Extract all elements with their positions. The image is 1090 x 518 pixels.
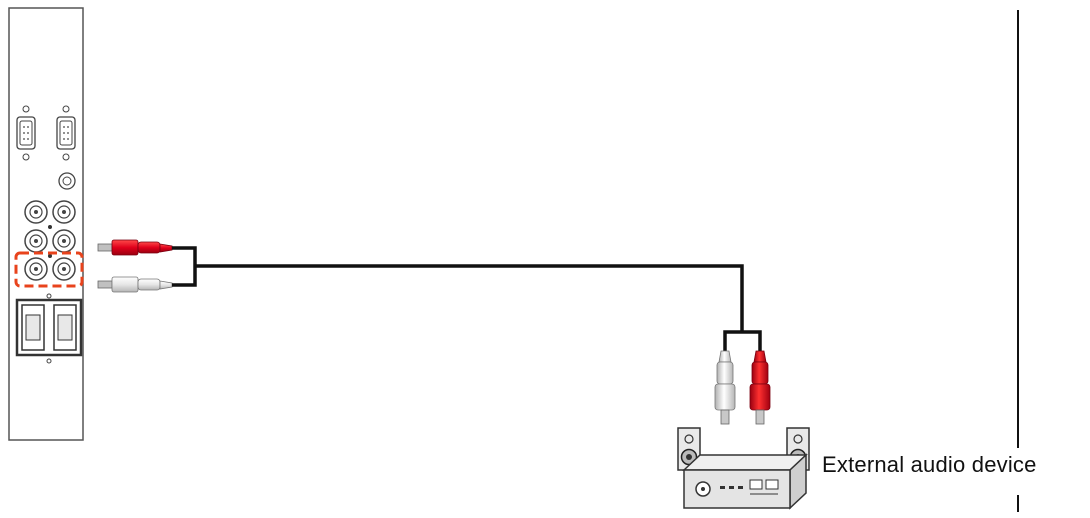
rca-plug-white-icon xyxy=(97,276,173,293)
rca-jack-icon xyxy=(24,200,48,224)
audio-jack-icon xyxy=(58,172,76,190)
amplifier-icon xyxy=(682,453,808,510)
rca-jack-icon xyxy=(24,257,48,281)
rear-panel xyxy=(8,7,84,441)
rca-plug-white-icon xyxy=(714,350,736,425)
rca-jack-icon xyxy=(52,257,76,281)
rca-plug-red-icon xyxy=(97,239,173,256)
rca-jack-icon xyxy=(52,200,76,224)
external-device-label: External audio device xyxy=(822,452,1037,477)
speaker-terminal-icon xyxy=(15,293,83,364)
audio-cable xyxy=(172,246,762,351)
db9-port-icon xyxy=(56,105,76,161)
audio-out-jacks xyxy=(14,251,84,288)
external-audio-device xyxy=(677,427,810,510)
db9-port-icon xyxy=(16,105,36,161)
rca-plug-red-icon xyxy=(749,350,771,425)
highlight-box xyxy=(14,251,84,288)
